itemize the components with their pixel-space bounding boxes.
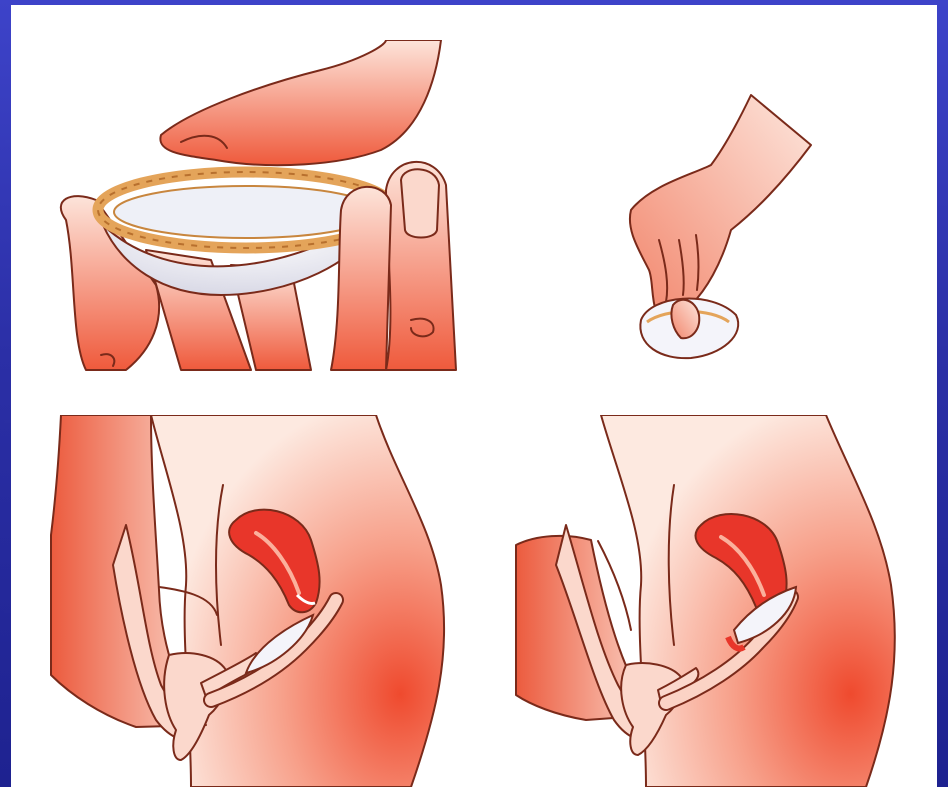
diaphragm-in-place-icon bbox=[506, 415, 916, 787]
hand-folding-diaphragm-icon bbox=[611, 90, 821, 375]
hand-holding-diaphragm-icon bbox=[41, 40, 471, 375]
diaphragm-insertion-icon bbox=[41, 415, 461, 787]
illustration-canvas bbox=[11, 5, 937, 787]
